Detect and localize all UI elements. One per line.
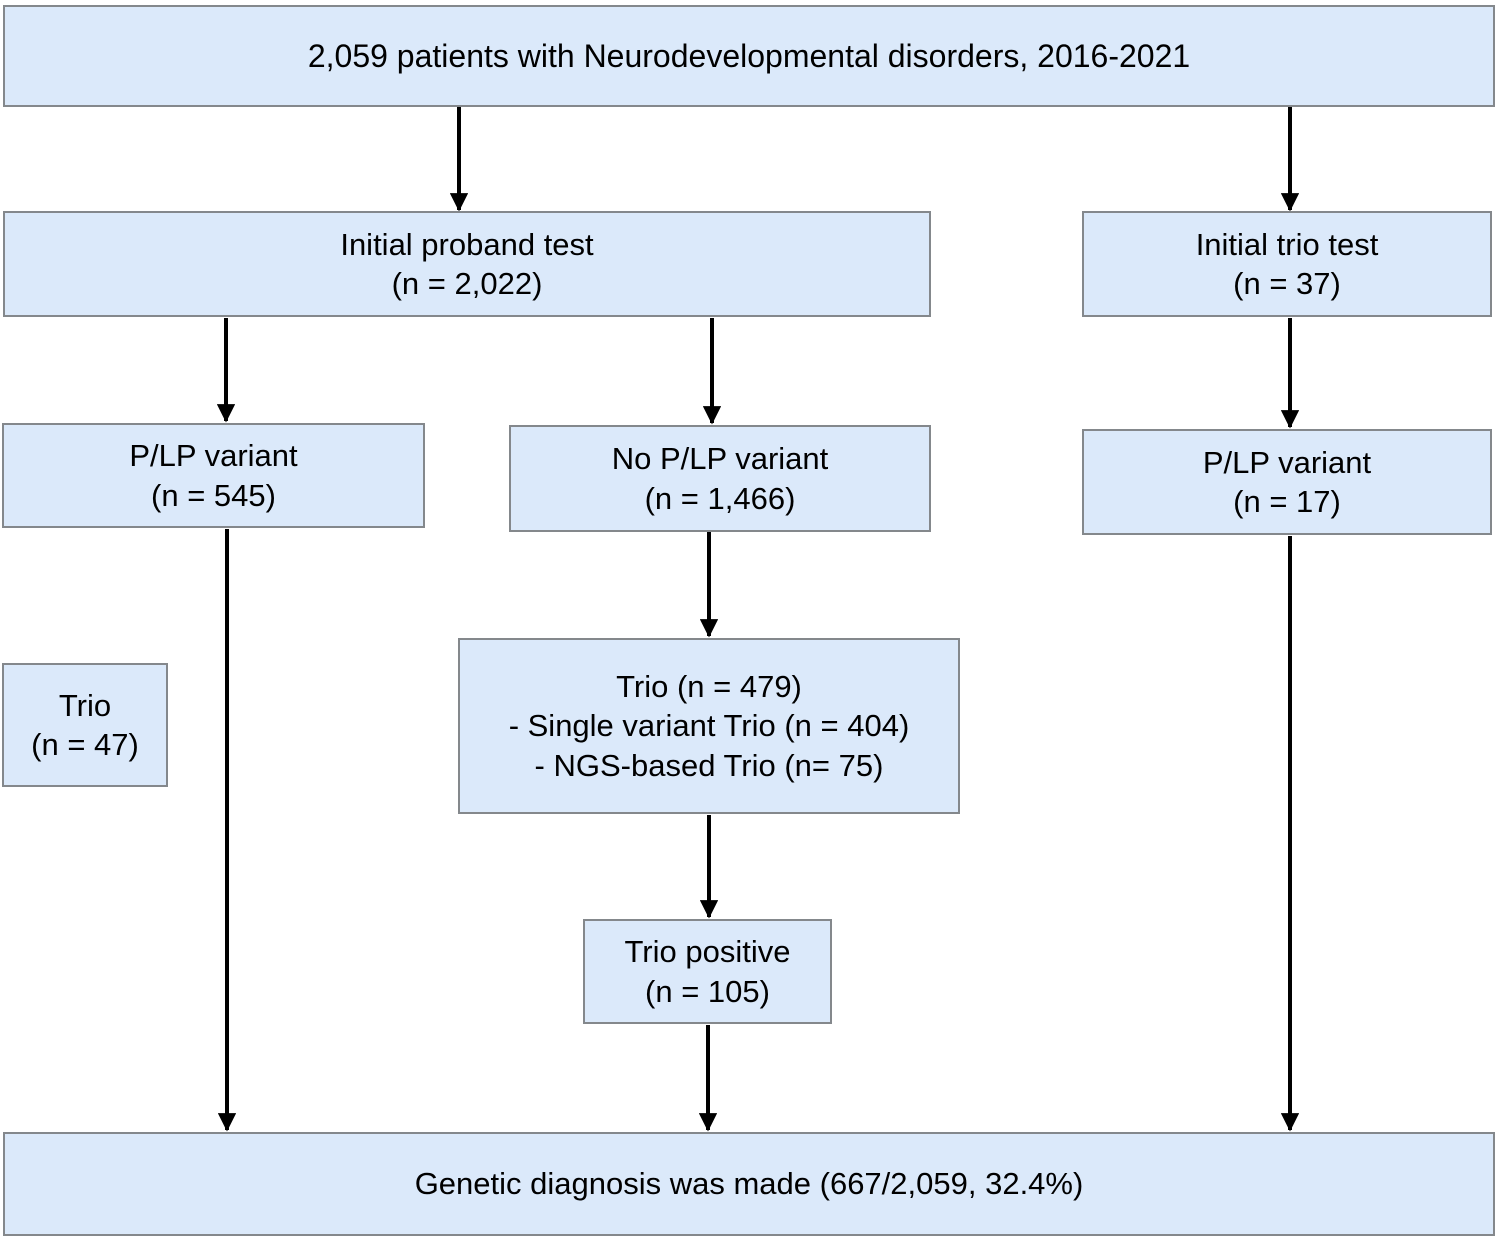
node-no-plp-variant-count: (n = 1,466)	[644, 480, 796, 516]
node-trio-479-label: Trio (n = 479)	[616, 669, 802, 705]
node-trio-positive: Trio positive (n = 105)	[583, 919, 832, 1024]
node-patients-label: 2,059 patients with Neurodevelopmental d…	[307, 37, 1191, 74]
node-trio-47-count: (n = 47)	[31, 727, 139, 762]
node-initial-trio-test: Initial trio test (n = 37)	[1082, 211, 1492, 317]
node-trio-47: Trio (n = 47)	[2, 663, 168, 787]
node-trio-479-single-variant: - Single variant Trio (n = 404)	[508, 708, 910, 744]
node-initial-trio-test-count: (n = 37)	[1233, 266, 1341, 301]
node-plp-variant-17-count: (n = 17)	[1233, 484, 1341, 519]
node-initial-proband-test-count: (n = 2,022)	[391, 266, 543, 301]
node-plp-variant-17: P/LP variant (n = 17)	[1082, 429, 1492, 535]
node-patients: 2,059 patients with Neurodevelopmental d…	[3, 5, 1495, 107]
node-trio-positive-label: Trio positive	[624, 934, 791, 970]
node-trio-positive-count: (n = 105)	[645, 973, 770, 1009]
node-genetic-diagnosis-label: Genetic diagnosis was made (667/2,059, 3…	[414, 1166, 1084, 1202]
node-initial-trio-test-label: Initial trio test	[1195, 226, 1379, 262]
node-plp-variant-17-label: P/LP variant	[1202, 444, 1372, 480]
node-initial-proband-test: Initial proband test (n = 2,022)	[3, 211, 931, 317]
node-plp-variant-545-label: P/LP variant	[129, 438, 298, 474]
node-genetic-diagnosis: Genetic diagnosis was made (667/2,059, 3…	[3, 1132, 1495, 1236]
node-trio-479: Trio (n = 479) - Single variant Trio (n …	[458, 638, 960, 814]
node-plp-variant-545-count: (n = 545)	[151, 477, 276, 513]
node-trio-47-label: Trio	[58, 687, 112, 723]
node-no-plp-variant-label: No P/LP variant	[611, 441, 829, 477]
node-trio-479-ngs-based: - NGS-based Trio (n= 75)	[534, 747, 884, 783]
node-plp-variant-545: P/LP variant (n = 545)	[2, 423, 425, 528]
node-no-plp-variant: No P/LP variant (n = 1,466)	[509, 425, 931, 532]
node-initial-proband-test-label: Initial proband test	[340, 226, 594, 262]
